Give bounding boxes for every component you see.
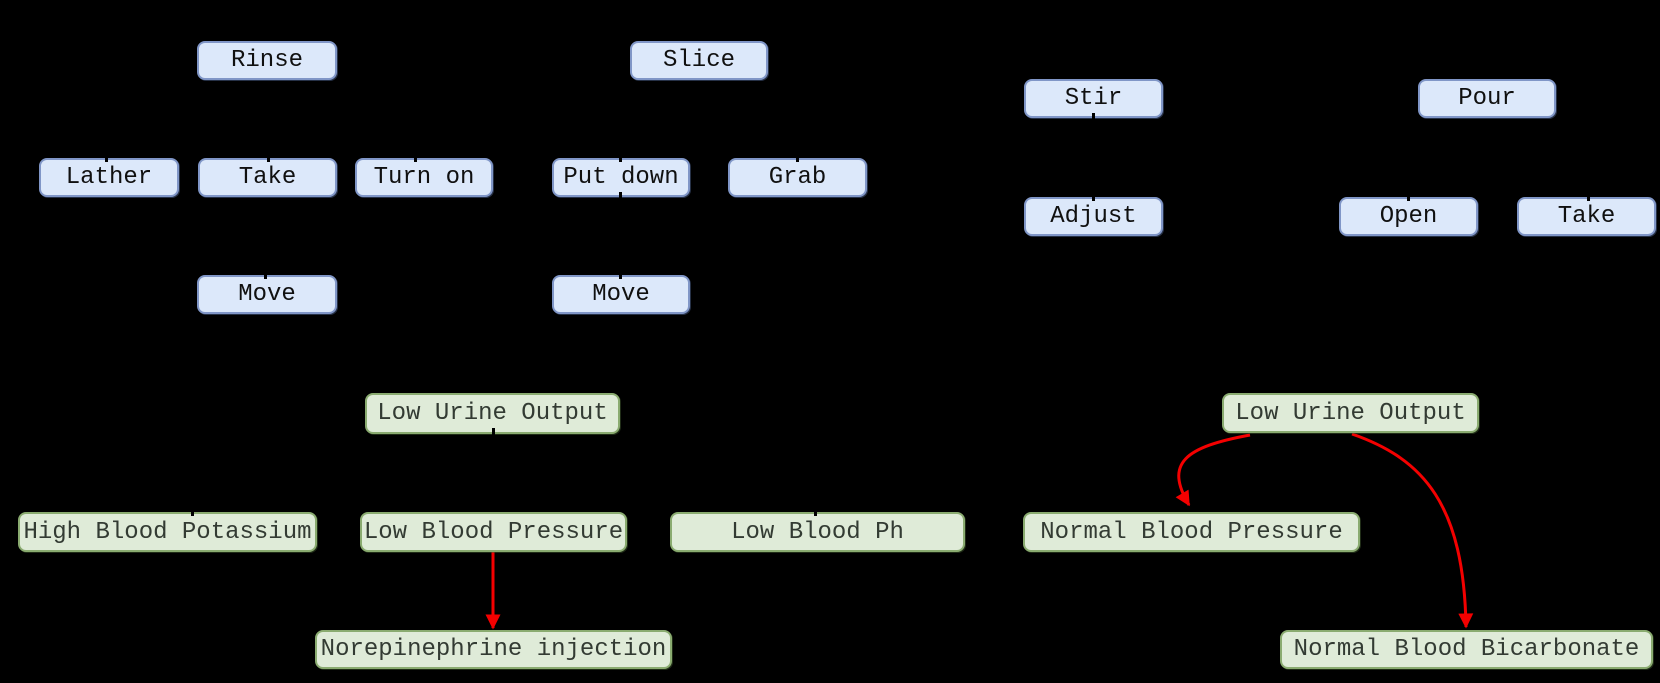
edge-stub xyxy=(619,270,622,279)
node-label: Low Blood Pressure xyxy=(363,518,624,546)
node-label: Adjust xyxy=(1050,203,1137,230)
node-label: Low Urine Output xyxy=(1235,399,1466,427)
node-label: Low Urine Output xyxy=(377,400,608,427)
edge-stub xyxy=(814,507,817,516)
action-node-open: Open xyxy=(1339,197,1478,236)
edge-stub xyxy=(619,192,622,201)
edge-stub xyxy=(414,153,417,162)
action-node-rinse: Rinse xyxy=(197,41,337,80)
edge-stub xyxy=(191,507,194,516)
action-node-lather: Lather xyxy=(39,158,179,197)
action-node-slice: Slice xyxy=(630,41,768,80)
action-node-take-1: Take xyxy=(198,158,337,197)
node-label: Normal Blood Bicarbonate xyxy=(1293,636,1640,663)
edge-stub xyxy=(1092,113,1095,122)
node-label: Grab xyxy=(768,164,827,191)
node-label: Take xyxy=(1557,203,1616,230)
node-label: Turn on xyxy=(373,164,475,191)
state-node-normal-blood-bicarbonate: Normal Blood Bicarbonate xyxy=(1280,630,1653,669)
node-label: Rinse xyxy=(230,47,303,74)
action-node-pour: Pour xyxy=(1418,79,1556,118)
edge-stub xyxy=(105,153,108,162)
action-node-turn-on: Turn on xyxy=(355,158,493,197)
action-node-take-2: Take xyxy=(1517,197,1656,236)
edge-stub xyxy=(1092,192,1095,201)
node-label: Normal Blood Pressure xyxy=(1040,518,1343,546)
action-node-move-1: Move xyxy=(197,275,337,314)
action-node-move-2: Move xyxy=(552,275,690,314)
action-node-adjust: Adjust xyxy=(1024,197,1163,236)
node-label: Take xyxy=(238,164,297,191)
node-label: Move xyxy=(592,281,650,308)
state-node-norepinephrine-injection: Norepinephrine injection xyxy=(315,630,672,669)
state-node-low-blood-ph: Low Blood Ph xyxy=(670,512,965,552)
edge-stub xyxy=(492,428,495,437)
node-label: Stir xyxy=(1064,85,1123,112)
edge-low-urine-output-2-to-normal-blood-bicarbonate xyxy=(1351,432,1474,629)
node-label: Put down xyxy=(563,164,679,191)
node-label: Lather xyxy=(65,164,153,191)
action-node-grab: Grab xyxy=(728,158,867,197)
edge-stub xyxy=(267,153,270,162)
edge-low-urine-output-2-to-normal-blood-pressure xyxy=(1175,433,1251,507)
node-label: Move xyxy=(238,281,296,308)
edge-stub xyxy=(1587,192,1590,201)
state-node-low-blood-pressure: Low Blood Pressure xyxy=(360,512,627,552)
edge-stub xyxy=(796,153,799,162)
state-node-high-blood-potassium: High Blood Potassium xyxy=(18,512,317,552)
state-node-low-urine-output-1: Low Urine Output xyxy=(365,393,620,434)
state-node-normal-blood-pressure: Normal Blood Pressure xyxy=(1023,512,1360,552)
node-label: Low Blood Ph xyxy=(731,518,904,546)
node-label: Norepinephrine injection xyxy=(320,636,667,663)
state-node-low-urine-output-2: Low Urine Output xyxy=(1222,393,1479,433)
node-label: High Blood Potassium xyxy=(23,518,312,546)
node-label: Open xyxy=(1379,203,1438,230)
edge-stub xyxy=(619,153,622,162)
node-label: Pour xyxy=(1458,85,1516,112)
edge-stub xyxy=(264,270,267,279)
node-label: Slice xyxy=(662,47,735,74)
edge-stub xyxy=(1407,192,1410,201)
